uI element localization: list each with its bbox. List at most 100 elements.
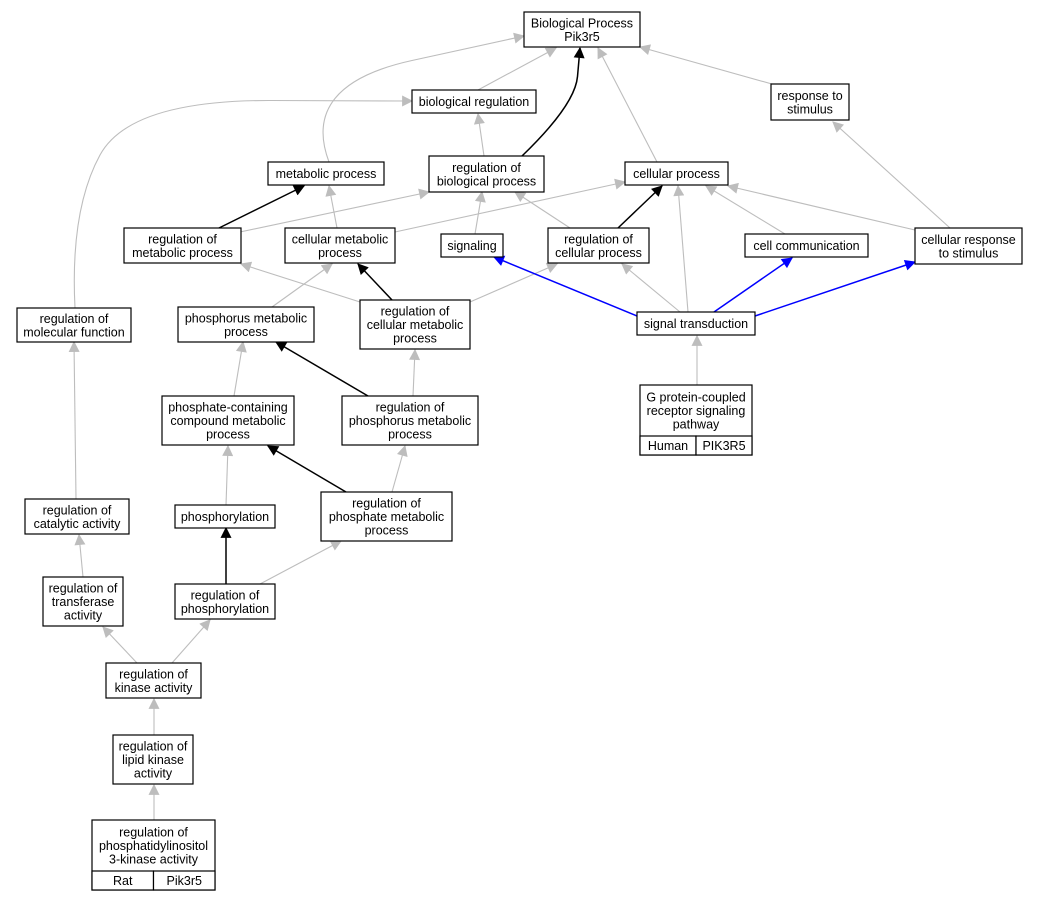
node-cellular-process[interactable]: cellular process — [624, 161, 729, 186]
node-box — [161, 395, 295, 446]
node-label-line: response to — [777, 89, 842, 103]
node-box — [359, 299, 471, 350]
node-cell-communication[interactable]: cell communication — [744, 233, 869, 258]
node-biological-regulation[interactable]: biological regulation — [411, 89, 537, 114]
node-box — [411, 89, 537, 114]
node-label-line: 3-kinase activity — [109, 853, 199, 867]
node-box — [547, 227, 650, 264]
edge-phosmetab-to-cellmetab — [271, 263, 333, 308]
edge-metab-to-bp — [322, 32, 526, 163]
gene-tag-label: PIK3R5 — [702, 439, 745, 453]
node-box — [914, 227, 1023, 265]
gene-tag-label: Pik3r5 — [167, 874, 202, 888]
edge-resp-to-bp — [638, 44, 780, 87]
node-label-line: signaling — [447, 239, 496, 253]
node-label-line: cell communication — [753, 239, 859, 253]
node-label-line: G protein-coupled — [646, 391, 745, 405]
edge-regbio-to-bp — [521, 46, 585, 157]
node-label-line: process — [318, 246, 362, 260]
edge-sigtrans-to-cellresp — [754, 259, 917, 317]
node-label-line: stimulus — [787, 102, 833, 116]
node-label-line: phosphorus metabolic — [349, 414, 471, 428]
edge-signaling-to-regbio — [474, 190, 486, 235]
node-label-line: lipid kinase — [122, 753, 184, 767]
edge-regcell-to-cellproc — [617, 185, 663, 229]
node-label-line: regulation of — [352, 497, 421, 511]
edge-regcell-to-regbio — [514, 191, 571, 229]
edge-cellresp-to-cellproc — [726, 182, 916, 231]
edge-cellproc-to-bp — [597, 47, 658, 163]
node-label-line: regulation of — [49, 582, 118, 596]
edge-regcellmetab-to-cellmetab — [357, 263, 393, 301]
node-label-line: regulation of — [43, 503, 112, 517]
node-regulation-of-phosphatidylinositol-3-kinase-activity[interactable]: regulation ofphosphatidylinositol3-kinas… — [91, 819, 216, 891]
node-box — [174, 504, 276, 529]
node-label-line: to stimulus — [939, 246, 999, 260]
node-label-line: process — [206, 428, 250, 442]
node-box — [16, 307, 132, 343]
node-label-line: regulation of — [564, 232, 633, 246]
edge-regphosphatemetab-to-regphosmetab — [391, 444, 408, 493]
node-signal-transduction[interactable]: signal transduction — [636, 311, 756, 336]
node-label-line: cellular process — [555, 246, 642, 260]
node-label-line: phosphate metabolic — [329, 510, 444, 524]
edge-regphosmetab-to-regcellmetab — [409, 348, 421, 397]
edge-regcat-to-regmolfun — [68, 340, 80, 500]
node-label-line: cellular process — [633, 167, 720, 181]
node-label-line: regulation of — [148, 232, 217, 246]
edge-regcellmetab-to-regcell — [469, 262, 559, 303]
node-label-line: kinase activity — [115, 681, 194, 695]
node-box — [428, 155, 545, 193]
node-label-line: catalytic activity — [34, 517, 122, 531]
node-signaling[interactable]: signaling — [440, 233, 504, 258]
node-label-line: biological regulation — [419, 95, 530, 109]
edge-sigtrans-to-cellcomm — [713, 257, 793, 313]
node-label-line: phosphorylation — [181, 510, 269, 524]
edge-sigtrans-to-cellproc — [673, 184, 689, 313]
node-label-line: regulation of — [191, 588, 260, 602]
gene-tag-cell — [152, 870, 216, 891]
node-label-line: phosphorylation — [181, 602, 269, 616]
node-label-line: Pik3r5 — [564, 30, 599, 44]
edge-cellmetab-to-metab — [325, 184, 338, 229]
edge-regkin-to-regphosph — [171, 619, 211, 664]
edge-regphosph-to-regphosphatemetab — [259, 540, 342, 585]
node-label-line: activity — [64, 609, 103, 623]
node-label-line: cellular metabolic — [292, 232, 389, 246]
node-box — [42, 576, 124, 627]
edge-sigtrans-to-regcell — [621, 263, 681, 313]
node-metabolic-process[interactable]: metabolic process — [267, 161, 385, 186]
node-label-line: metabolic process — [276, 167, 377, 181]
node-label-line: process — [393, 332, 437, 346]
edge-phoscont-to-phosmetab — [233, 340, 247, 397]
edge-sigtrans-to-signaling — [492, 255, 638, 317]
node-phosphorylation[interactable]: phosphorylation — [174, 504, 276, 529]
node-label-line: process — [388, 428, 432, 442]
edge-bioreg-to-bp — [477, 47, 557, 91]
node-label-line: cellular response — [921, 233, 1016, 247]
node-box — [267, 161, 385, 186]
node-label-line: regulation of — [376, 401, 445, 415]
node-box — [24, 498, 130, 535]
